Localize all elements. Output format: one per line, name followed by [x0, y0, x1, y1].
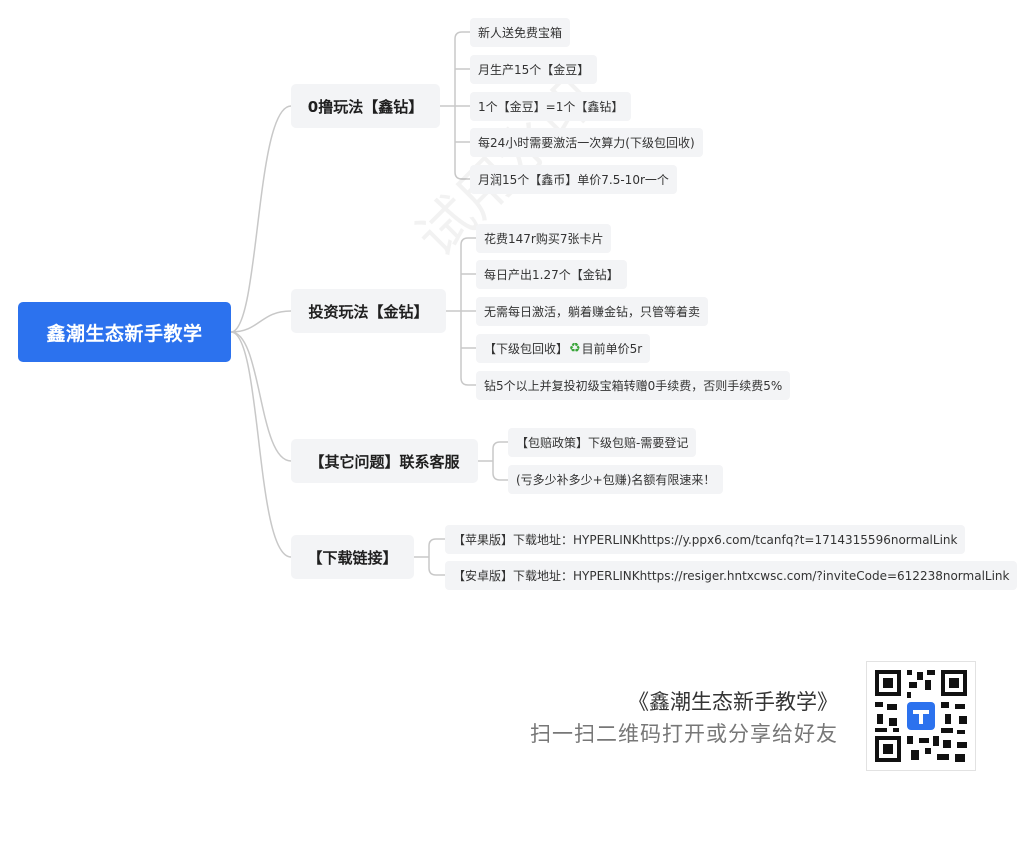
leaf-node-ios-link[interactable]: 【苹果版】下载地址：HYPERLINKhttps://y.ppx6.com/tc… [445, 525, 966, 554]
footer-title: 《鑫潮生态新手教学》 [628, 690, 838, 714]
leaf-node[interactable]: 【包赔政策】下级包赔-需要登记 [508, 428, 697, 457]
leaf-node[interactable]: 无需每日激活，躺着赚金钻，只管等着卖 [476, 297, 709, 326]
leaf-node[interactable]: (亏多少补多少+包赚)名额有限速来！ [508, 465, 724, 494]
branch-node-investment[interactable]: 投资玩法【金钻】 [291, 289, 446, 333]
branch-node-zero-mining[interactable]: 0撸玩法【鑫钻】 [291, 84, 440, 128]
leaf-node[interactable]: 每24小时需要激活一次算力(下级包回收) [470, 128, 703, 157]
qr-code-icon [866, 661, 976, 771]
recycle-icon: ♻ [569, 341, 581, 356]
leaf-prefix: 【下级包回收】 [484, 342, 569, 356]
leaf-node-android-link[interactable]: 【安卓版】下载地址：HYPERLINKhttps://resiger.hntxc… [445, 561, 1018, 590]
leaf-node[interactable]: 花费147r购买7张卡片 [476, 224, 612, 253]
leaf-node[interactable]: 月润15个【鑫币】单价7.5-10r一个 [470, 165, 677, 194]
leaf-node[interactable]: 月生产15个【金豆】 [470, 55, 598, 84]
leaf-node[interactable]: 【下级包回收】 ♻ 目前单价5r [476, 334, 651, 363]
branch-node-other-questions[interactable]: 【其它问题】联系客服 [291, 439, 478, 483]
footer-subtitle: 扫一扫二维码打开或分享给好友 [530, 722, 838, 746]
root-node[interactable]: 鑫潮生态新手教学 [18, 302, 231, 362]
leaf-node[interactable]: 新人送免费宝箱 [470, 18, 571, 47]
branch-node-download-links[interactable]: 【下载链接】 [291, 535, 414, 579]
leaf-node[interactable]: 1个【金豆】=1个【鑫钻】 [470, 92, 632, 121]
leaf-node[interactable]: 钻5个以上并复投初级宝箱转赠0手续费，否则手续费5% [476, 371, 791, 400]
leaf-suffix: 目前单价5r [581, 342, 643, 356]
leaf-node[interactable]: 每日产出1.27个【金钻】 [476, 260, 627, 289]
